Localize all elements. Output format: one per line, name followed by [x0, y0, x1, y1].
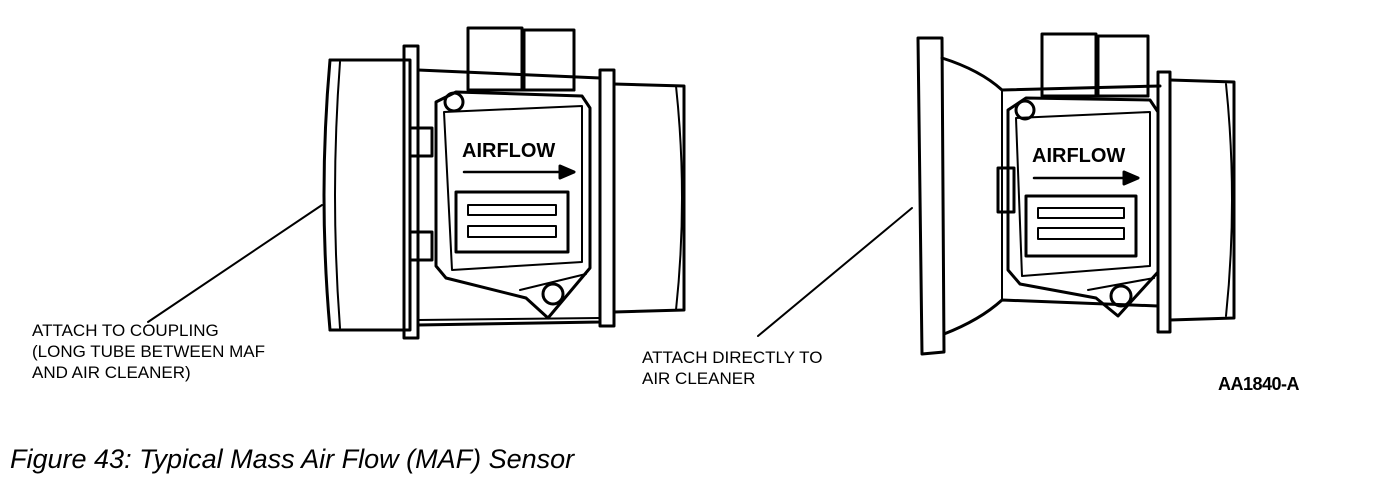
figure-caption: Figure 43: Typical Mass Air Flow (MAF) S…	[10, 444, 575, 474]
left-callout-line: ATTACH TO COUPLING	[32, 321, 219, 340]
left-airflow-label: AIRFLOW	[462, 140, 555, 162]
left-maf-sensor	[322, 26, 686, 340]
right-callout-leader	[757, 207, 913, 337]
left-callout-leader	[147, 204, 323, 323]
right-callout-line: ATTACH DIRECTLY TO	[642, 348, 823, 367]
maf-sensor-diagram: AIRFLOW AIRFLOW	[147, 26, 1236, 356]
right-maf-sensor	[916, 32, 1236, 356]
right-airflow-label: AIRFLOW	[1032, 145, 1125, 167]
right-callout-line: AIR CLEANER	[642, 369, 756, 388]
left-callout-line: AND AIR CLEANER)	[32, 363, 191, 382]
right-callout-label: ATTACH DIRECTLY TO AIR CLEANER	[642, 347, 822, 389]
left-callout-label: ATTACH TO COUPLING (LONG TUBE BETWEEN MA…	[32, 320, 265, 383]
figure-code: AA1840-A	[1218, 374, 1300, 394]
left-callout-line: (LONG TUBE BETWEEN MAF	[32, 342, 265, 361]
